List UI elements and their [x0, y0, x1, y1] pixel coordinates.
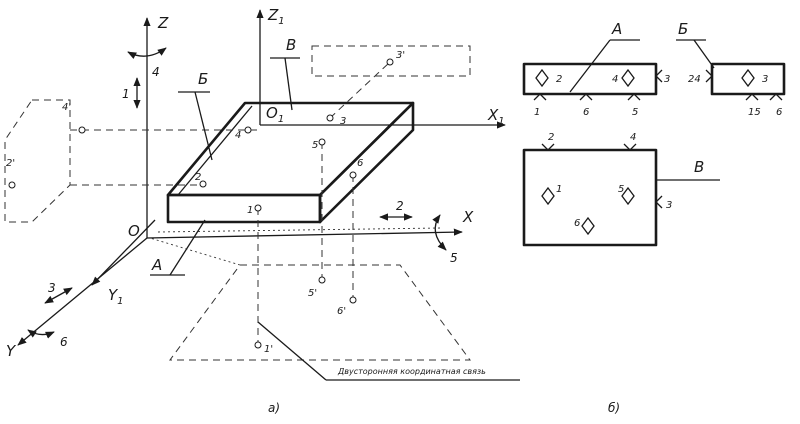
svg-text:4: 4	[630, 132, 636, 143]
svg-text:5: 5	[312, 140, 318, 151]
scheme-face-b	[710, 62, 786, 96]
face-a-label: А	[151, 256, 162, 274]
workpiece-box	[166, 101, 415, 224]
svg-text:1: 1	[247, 205, 253, 216]
face-b-label: Б	[198, 70, 208, 88]
y1-axis-label: Y1	[108, 286, 124, 307]
svg-text:24: 24	[688, 74, 701, 85]
svg-text:6: 6	[357, 158, 363, 169]
scheme-b-label: Б	[678, 20, 688, 38]
svg-text:6: 6	[583, 107, 589, 118]
link-note: Двусторонняя координатная связь	[337, 367, 486, 376]
svg-text:3: 3	[762, 74, 768, 85]
svg-text:3: 3	[666, 200, 672, 211]
body-points: 1 2 3 4 5 6	[195, 114, 363, 216]
plane-top-right	[311, 45, 471, 77]
projected-points: 1' 2' 3' 4' 5' 6'	[6, 50, 405, 355]
svg-text:1: 1	[556, 184, 562, 195]
svg-text:3': 3'	[396, 50, 405, 61]
plane-left	[4, 99, 71, 223]
part-a: Z X Y O Z1 X1 Y1 O1	[4, 6, 520, 415]
svg-text:6: 6	[574, 218, 580, 229]
caption-b: б)	[608, 401, 620, 415]
freedom-1-label: 1	[122, 87, 130, 101]
freedom-3-label: 3	[48, 281, 56, 295]
svg-text:3: 3	[664, 74, 670, 85]
scheme-face-a	[522, 62, 658, 96]
freedom-2-label: 2	[396, 199, 404, 213]
x-axis-label: X	[462, 208, 474, 226]
svg-text:5: 5	[618, 184, 624, 195]
svg-text:6: 6	[776, 107, 782, 118]
scheme-a-label: А	[611, 20, 622, 38]
svg-text:15: 15	[748, 107, 761, 118]
svg-text:6': 6'	[337, 306, 346, 317]
svg-text:2': 2'	[6, 158, 15, 169]
scheme-v-label: В	[694, 158, 704, 176]
svg-text:5: 5	[632, 107, 638, 118]
x1-axis-label: X1	[487, 106, 505, 127]
svg-text:2: 2	[548, 132, 554, 143]
svg-text:3: 3	[340, 116, 346, 127]
svg-text:2: 2	[556, 74, 562, 85]
plane-bottom	[169, 264, 471, 361]
y-axis-label: Y	[6, 342, 17, 360]
svg-text:4: 4	[612, 74, 618, 85]
scheme-face-v	[522, 148, 658, 247]
freedom-4-label: 4	[152, 65, 160, 79]
z-axis-label: Z	[157, 14, 169, 32]
svg-text:4: 4	[235, 130, 241, 141]
svg-text:2: 2	[195, 172, 201, 183]
svg-text:4': 4'	[62, 102, 71, 113]
svg-text:1: 1	[534, 107, 540, 118]
y1-axis	[91, 219, 156, 286]
x-axis	[146, 228, 463, 239]
face-v-label: В	[286, 36, 296, 54]
part-b: А 1 2 4 3 6 5 Б 24 3 15 6 В 2 4 1 5 3 6 …	[522, 20, 786, 415]
y-axis	[17, 237, 148, 346]
origin1-label: O1	[266, 104, 284, 125]
svg-text:1': 1'	[264, 344, 273, 355]
caption-a: а)	[268, 401, 280, 415]
freedom-5-label: 5	[450, 251, 458, 265]
z1-axis-label: Z1	[267, 6, 285, 27]
origin-label: O	[128, 222, 140, 240]
freedom-6-label: 6	[60, 335, 68, 349]
svg-text:5': 5'	[308, 288, 317, 299]
